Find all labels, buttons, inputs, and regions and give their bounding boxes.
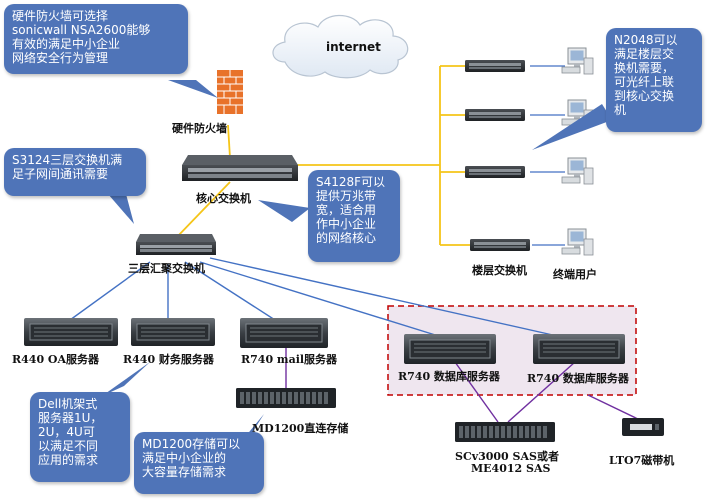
floor-switch-icon [470, 239, 530, 251]
uplink-lines [175, 65, 470, 246]
aggregation-switch-label: 三层汇聚交换机 [128, 262, 205, 275]
storage-array-icon [455, 422, 555, 442]
end-user-label: 终端用户 [553, 268, 597, 281]
firewall-callout: 硬件防火墙可选择 sonicwall NSA2600能够 有效的满足中小企业 网… [4, 4, 188, 74]
access-lines [530, 65, 565, 246]
floor-switch-icon [465, 109, 525, 121]
aggregation-switch-icon [136, 234, 216, 255]
internet-cloud [272, 14, 409, 79]
server-label: R440 OA服务器 [12, 353, 100, 366]
server-label: R740 mail服务器 [241, 353, 338, 366]
pc-icon [561, 157, 594, 185]
pc-icon [561, 228, 594, 256]
storage-link-lines [285, 348, 641, 423]
s4128-callout: S4128F可以 提供万兆带 宽，适合用 作中小企业 的网络核心 [308, 170, 400, 262]
firewall-icon [217, 70, 243, 114]
tape-drive-icon [622, 418, 664, 436]
floor-switch-label: 楼层交换机 [472, 264, 527, 277]
internet-label: internet [326, 40, 381, 54]
server-icon [24, 318, 118, 346]
storage-array-icon [236, 388, 336, 408]
callout-pointers [102, 80, 612, 448]
server-icon [131, 318, 215, 346]
server-label: R440 财务服务器 [123, 353, 214, 366]
pc-icon [561, 47, 594, 75]
server-label: R740 数据库服务器 [527, 372, 629, 385]
me4012-label: ME4012 SAS [471, 462, 551, 475]
dell-server-callout: Dell机架式 服务器1U， 2U，4U可 以满足不同 应用的需求 [30, 392, 130, 482]
md1200-label: MD1200直连存储 [252, 422, 349, 435]
lto7-label: LTO7磁带机 [609, 454, 675, 467]
firewall-label: 硬件防火墙 [172, 122, 227, 135]
scv3000-label: SCv3000 SAS或者 [455, 450, 559, 463]
core-switch-icon [182, 155, 298, 181]
core-switch-label: 核心交换机 [196, 192, 251, 205]
server-link-lines [69, 257, 576, 341]
server-icon [240, 318, 328, 348]
server-icon [533, 334, 625, 364]
server-label: R740 数据库服务器 [398, 370, 500, 383]
n2048-callout: N2048可以 满足楼层交 换机需要， 可光纤上联 到核心交换 机 [606, 28, 702, 132]
floor-switch-icon [465, 60, 525, 72]
floor-switch-icon [465, 166, 525, 178]
md1200-callout: MD1200存储可以 满足中小企业的 大容量存储需求 [134, 432, 264, 494]
s3124-callout: S3124三层交换机满 足子网间通讯需要 [4, 148, 146, 196]
server-icon [404, 334, 496, 364]
